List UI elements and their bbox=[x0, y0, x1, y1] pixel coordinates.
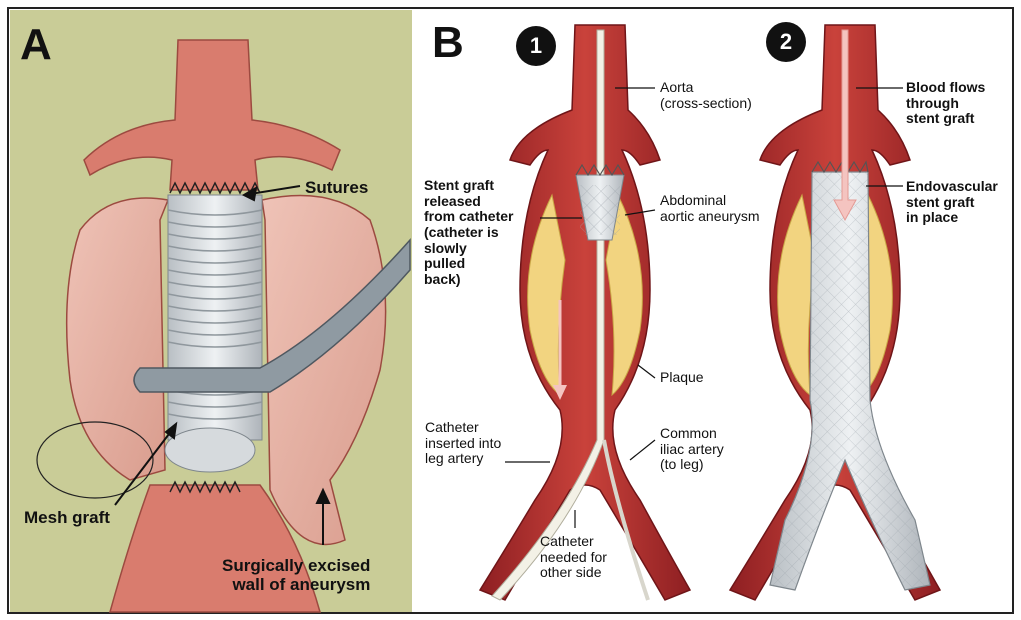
label-plaque: Plaque bbox=[660, 370, 704, 386]
graft-opening bbox=[165, 428, 255, 472]
mesh-graft-tube bbox=[168, 195, 262, 440]
label-excised-wall: Surgically excised wall of aneurysm bbox=[222, 556, 370, 594]
label-abdominal-aneurysm: Abdominal aortic aneurysm bbox=[660, 193, 760, 224]
panel-b-letter: B bbox=[432, 18, 464, 68]
step-1-badge: 1 bbox=[516, 26, 556, 66]
step-2-badge: 2 bbox=[766, 22, 806, 62]
label-mesh-graft: Mesh graft bbox=[24, 508, 110, 527]
label-endovascular: Endovascular stent graft in place bbox=[906, 179, 998, 226]
label-catheter-inserted: Catheter inserted into leg artery bbox=[425, 420, 501, 467]
label-common-iliac: Common iliac artery (to leg) bbox=[660, 426, 724, 473]
stent-mesh-1 bbox=[580, 185, 620, 235]
label-stent-released: Stent graft released from catheter (cath… bbox=[424, 178, 513, 288]
label-catheter-other: Catheter needed for other side bbox=[540, 534, 607, 581]
panel-a-letter: A bbox=[20, 20, 52, 70]
label-blood-flows: Blood flows through stent graft bbox=[906, 80, 985, 127]
label-aorta: Aorta (cross-section) bbox=[660, 80, 752, 111]
label-sutures: Sutures bbox=[305, 178, 368, 197]
